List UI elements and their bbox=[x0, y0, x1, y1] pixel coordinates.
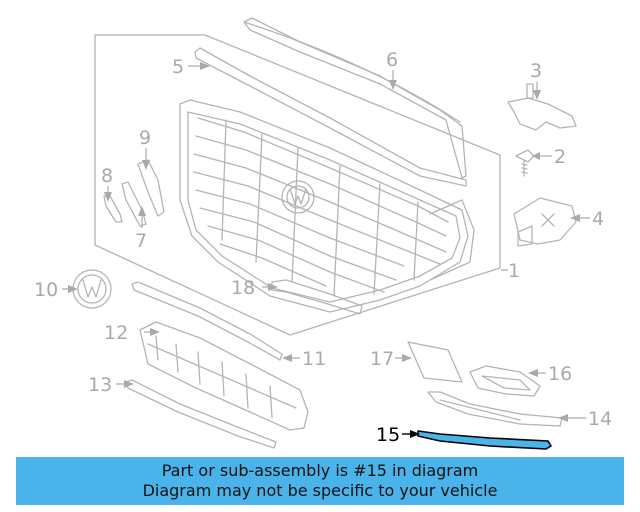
part-16-bezel bbox=[469, 365, 541, 397]
callout-8: 8 bbox=[101, 165, 113, 187]
info-banner: Part or sub-assembly is #15 in diagram D… bbox=[16, 457, 624, 505]
callout-5: 5 bbox=[172, 56, 184, 78]
part-2-screw bbox=[515, 149, 535, 177]
part-15-trim-strip bbox=[417, 430, 552, 450]
callout-7: 7 bbox=[135, 230, 147, 252]
callout-16: 16 bbox=[548, 363, 572, 385]
assembly-frame bbox=[94, 34, 501, 336]
part-4-bracket bbox=[513, 197, 577, 247]
part-10-emblem bbox=[72, 269, 112, 309]
part-17-plate bbox=[407, 341, 463, 383]
part-14-lower-trim bbox=[427, 391, 563, 427]
part-7-side-trim bbox=[121, 181, 147, 227]
callout-17: 17 bbox=[370, 348, 394, 370]
callout-labels: 1 2 3 4 5 6 7 8 9 10 11 12 13 14 15 16 1… bbox=[34, 49, 612, 446]
callout-15: 15 bbox=[376, 424, 400, 446]
part-1-radiator-grille bbox=[179, 99, 475, 313]
part-11-lower-strip bbox=[131, 281, 283, 361]
banner-line-2: Diagram may not be specific to your vehi… bbox=[142, 481, 498, 500]
callout-18: 18 bbox=[231, 277, 255, 299]
part-3-bracket bbox=[507, 83, 577, 131]
callout-4: 4 bbox=[592, 208, 604, 230]
banner-line-1: Part or sub-assembly is #15 in diagram bbox=[161, 461, 479, 480]
callout-3: 3 bbox=[530, 60, 542, 82]
part-5-chrome-strip bbox=[194, 47, 467, 187]
leader-arrows bbox=[68, 62, 580, 438]
callout-6: 6 bbox=[386, 49, 398, 71]
callout-9: 9 bbox=[139, 127, 151, 149]
part-18-molding bbox=[271, 279, 363, 315]
part-12-lower-grille bbox=[139, 321, 309, 431]
callout-14: 14 bbox=[588, 408, 612, 430]
part-13-lower-strip bbox=[125, 379, 277, 449]
part-8-side-trim bbox=[103, 195, 123, 223]
callout-11: 11 bbox=[302, 348, 326, 370]
part-6-upper-trim bbox=[243, 17, 467, 179]
callout-1: 1 bbox=[508, 260, 520, 282]
callout-12: 12 bbox=[104, 322, 128, 344]
callout-13: 13 bbox=[88, 374, 112, 396]
callout-10: 10 bbox=[34, 279, 58, 301]
callout-2: 2 bbox=[554, 146, 566, 168]
